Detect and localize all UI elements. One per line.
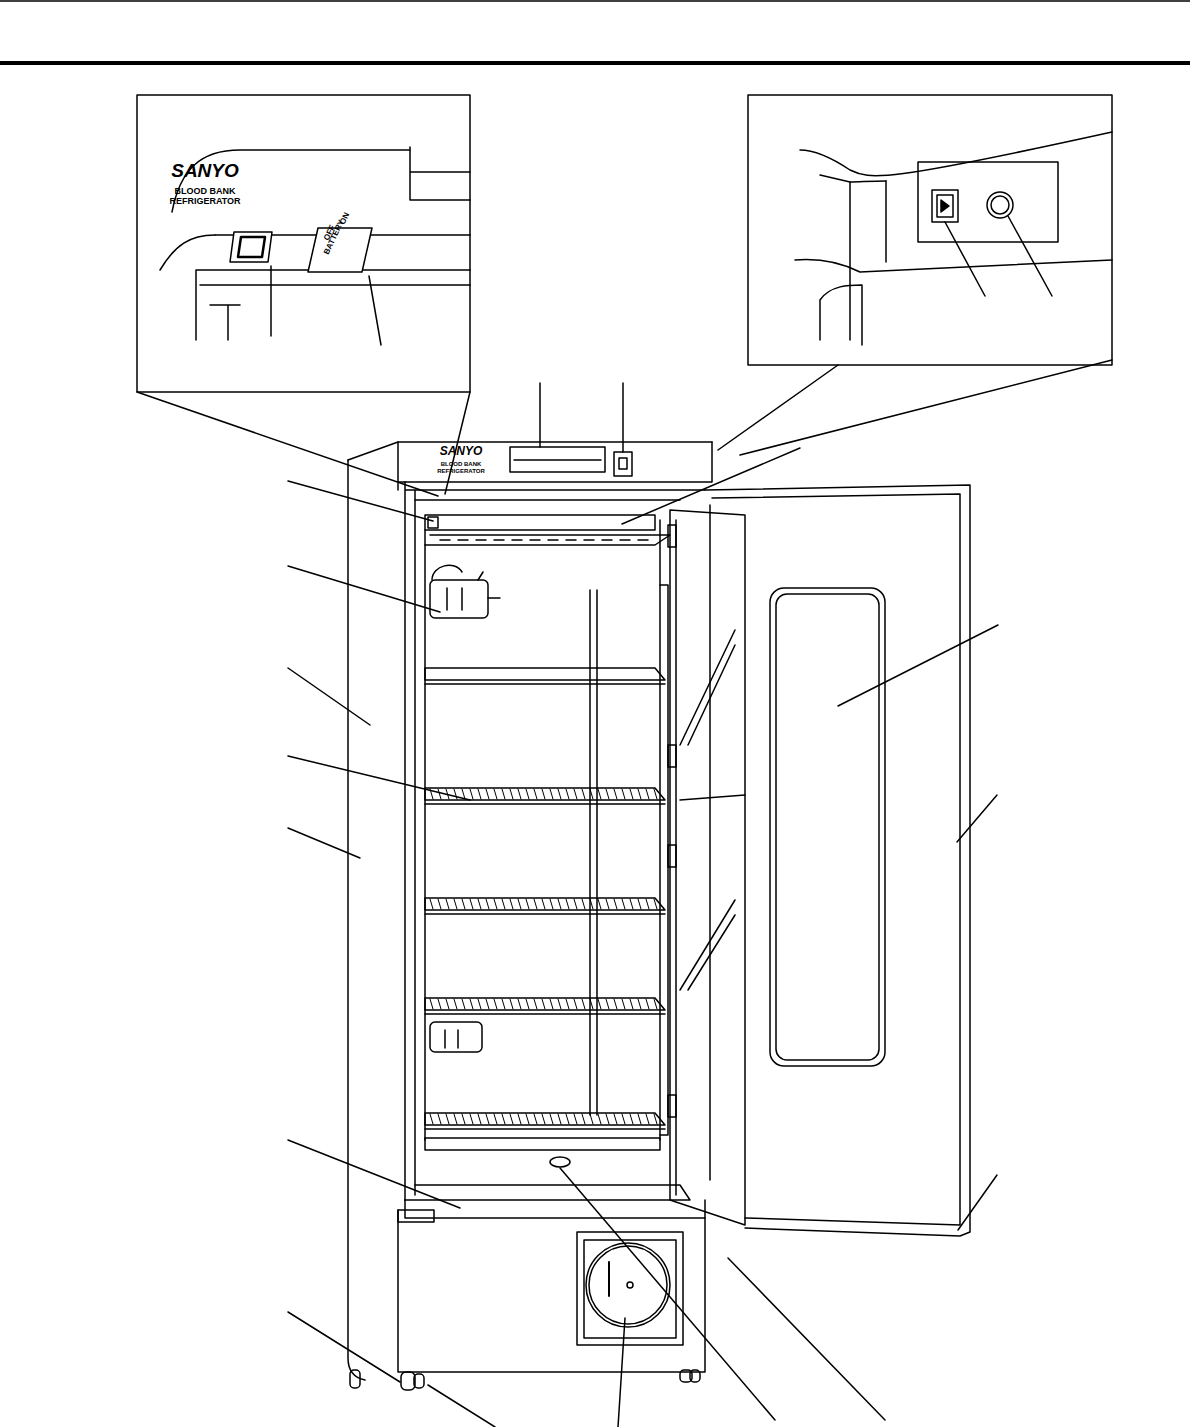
- model-caption: BLOOD BANK REFRIGERATOR: [160, 186, 250, 207]
- wire-shelf: [425, 898, 665, 914]
- model-caption: BLOOD BANK REFRIGERATOR: [430, 461, 492, 475]
- wire-shelf: [425, 998, 665, 1014]
- wire-shelf: [425, 668, 665, 684]
- wire-shelf: [425, 1113, 665, 1129]
- brand-logo: SANYO: [436, 445, 486, 459]
- wire-shelf: [425, 788, 665, 804]
- brand-logo: SANYO: [160, 160, 250, 182]
